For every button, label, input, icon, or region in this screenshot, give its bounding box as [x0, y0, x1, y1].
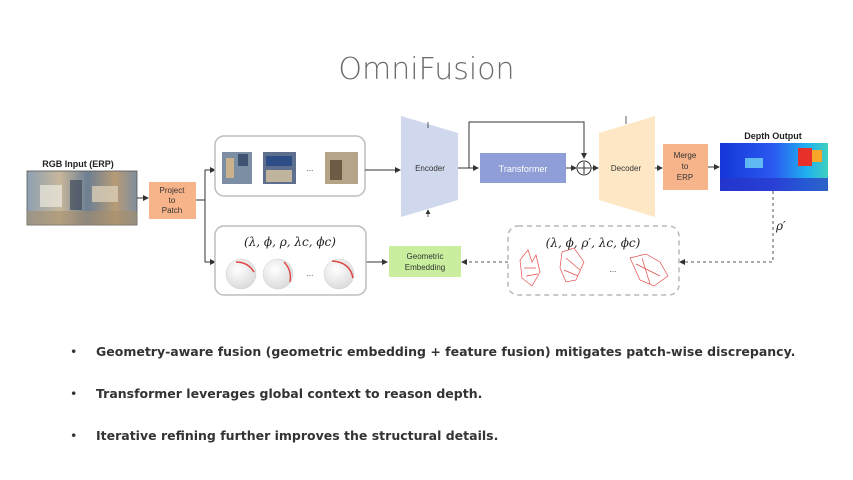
- bullet-text: Transformer leverages global context to …: [96, 386, 483, 401]
- encoder-label: Encoder: [415, 164, 445, 173]
- bullet-item: • Iterative refining further improves the…: [70, 427, 795, 469]
- geo-embed-label-1: Geometric: [407, 252, 444, 261]
- decoder-label: Decoder: [611, 164, 642, 173]
- bullet-dot-icon: •: [70, 428, 78, 443]
- bullet-text: Geometry-aware fusion (geometric embeddi…: [96, 344, 796, 359]
- rgb-input-image: [26, 170, 138, 226]
- project-label-3: Patch: [162, 206, 182, 215]
- rgb-input-label: RGB Input (ERP): [42, 159, 114, 169]
- bullet-dot-icon: •: [70, 386, 78, 401]
- decoder-block: Decoder: [599, 116, 655, 217]
- bullet-item: • Transformer leverages global context to…: [70, 385, 795, 427]
- transformer-label: Transformer: [499, 164, 548, 174]
- points-ellipsis: ...: [610, 265, 617, 274]
- fusion-plus-icon: [576, 160, 592, 176]
- sampled-points-panel: (λ, ϕ, ρ′, λc, ϕc) ...: [507, 225, 680, 296]
- merge-label-3: ERP: [677, 173, 693, 182]
- math-bottom: (λ, ϕ, ρ′, λc, ϕc): [546, 236, 641, 250]
- depth-output-label: Depth Output: [744, 131, 802, 141]
- merge-to-erp-box: Merge to ERP: [663, 144, 708, 190]
- bullet-dot-icon: •: [70, 344, 78, 359]
- project-to-patch-box: Project to Patch: [149, 182, 196, 219]
- spheres-ellipsis: ...: [307, 269, 314, 278]
- bullet-item: • Geometry-aware fusion (geometric embedd…: [70, 343, 795, 385]
- geometric-embedding-box: Geometric Embedding: [389, 246, 461, 277]
- rho-prime-label: ρ′: [775, 219, 786, 233]
- merge-label-1: Merge: [674, 151, 697, 160]
- project-label-2: to: [169, 196, 176, 205]
- depth-output-image: [720, 143, 828, 191]
- bullet-list: • Geometry-aware fusion (geometric embedd…: [70, 343, 795, 469]
- transformer-block: Transformer: [480, 153, 566, 183]
- merge-label-2: to: [682, 162, 689, 171]
- patches-ellipsis: ...: [307, 164, 314, 173]
- math-top: (λ, ϕ, ρ, λc, ϕc): [244, 235, 336, 249]
- encoder-block: Encoder: [401, 116, 458, 217]
- bullet-text: Iterative refining further improves the …: [96, 428, 499, 443]
- project-label-1: Project: [160, 186, 186, 195]
- patches-panel: ...: [214, 135, 366, 197]
- diagram-title: OmniFusion: [338, 52, 515, 87]
- sphere-panel: (λ, ϕ, ρ, λc, ϕc) ...: [214, 225, 367, 296]
- geo-embed-label-2: Embedding: [405, 263, 445, 272]
